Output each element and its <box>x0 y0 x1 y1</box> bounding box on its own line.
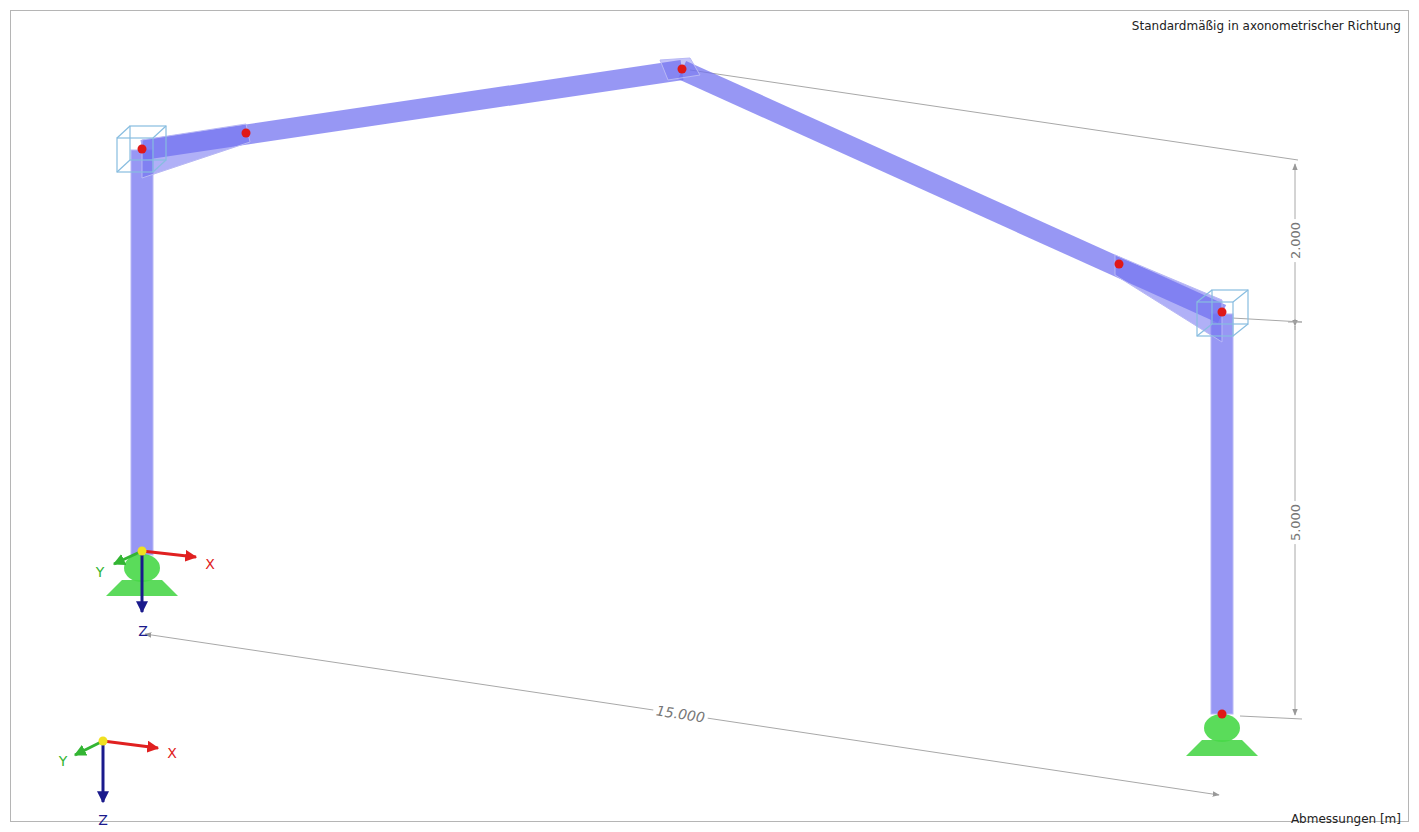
axis-label: Y <box>96 564 105 580</box>
view-border <box>11 11 1409 822</box>
axis-label: X <box>205 556 215 572</box>
axis-label: Z <box>98 812 108 828</box>
dimension-value: 15.000 <box>652 702 709 726</box>
units-note: Abmessungen [m] <box>1291 813 1401 827</box>
frame-members <box>131 58 1233 714</box>
global-axes <box>75 737 158 803</box>
axis-label: Y <box>59 753 68 769</box>
dimension-lines <box>145 70 1302 795</box>
support-axes <box>114 547 196 613</box>
view-caption: Standardmäßig in axonometrischer Richtun… <box>1132 20 1401 34</box>
axis-label: X <box>167 745 177 761</box>
dimension-value: 5.000 <box>1290 500 1305 543</box>
axis-label: Z <box>138 623 148 639</box>
knee-boxes <box>117 126 1248 336</box>
dimension-value: 2.000 <box>1290 218 1305 261</box>
hinged-supports <box>106 554 1258 756</box>
node-dots <box>138 65 1227 719</box>
